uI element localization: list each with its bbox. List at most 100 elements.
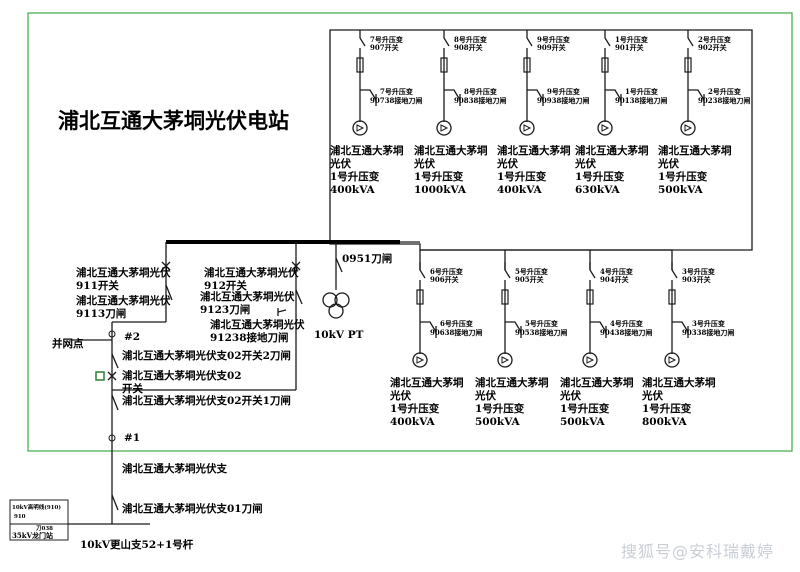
- switch-code-label: 906开关: [430, 275, 459, 284]
- transformer-label: 1号升压变: [642, 402, 692, 415]
- capacity-label: 800kVA: [642, 416, 688, 428]
- transformer-unit: 6号升压变906开关6号升压变90638接地刀闸浦北互通大茅垌光伏1号升压变40…: [389, 262, 482, 428]
- pole52-label: 10kV更山支52+1号杆: [80, 538, 194, 551]
- switch-code-label: 905开关: [515, 275, 544, 284]
- plant-label-2: 光伏: [641, 389, 663, 402]
- capacity-label: 1000kVA: [414, 184, 467, 196]
- knife9123-label-b: 9123刀闸: [200, 303, 250, 316]
- switch-name-label: 2号升压变: [698, 35, 731, 44]
- plant-label-2: 光伏: [389, 389, 411, 402]
- switch-name-label: 6号升压变: [430, 267, 463, 276]
- transformer-unit: 8号升压变908开关8号升压变90838接地刀闸浦北互通大茅垌光伏1号升压变10…: [413, 30, 506, 196]
- pv-inverter-icon: [519, 120, 535, 136]
- pole2-label: #2: [124, 331, 140, 343]
- ground-code-label: 90638接地刀闸: [430, 328, 482, 337]
- pv-inverter-icon: [497, 352, 513, 368]
- plant-label: 浦北互通大茅垌: [497, 144, 571, 157]
- branch-label: 浦北互通大茅垌光伏支: [122, 462, 227, 475]
- sw912-label-b: 912开关: [204, 279, 247, 292]
- ground-name-label: 1号升压变: [625, 87, 658, 96]
- transformer-label: 1号升压变: [575, 170, 625, 183]
- pv-inverter-icon: [436, 120, 452, 136]
- substation-line2: 910: [14, 514, 26, 520]
- pv-inverter-icon: [352, 120, 368, 136]
- ground-code-label: 90538接地刀闸: [515, 328, 567, 337]
- switch-name-label: 1号升压变: [615, 35, 648, 44]
- capacity-label: 400kVA: [330, 184, 376, 196]
- substation-line1: 10kV高明线(910): [12, 503, 61, 511]
- transformer-label: 1号升压变: [475, 402, 525, 415]
- pv-inverter-icon: [680, 120, 696, 136]
- ground-name-label: 9号升压变: [547, 87, 580, 96]
- pt-label: 10kV PT: [314, 329, 364, 341]
- switch-code-label: 901开关: [615, 43, 644, 52]
- branch02-2-label: 浦北互通大茅垌光伏支02开关2刀闸: [122, 349, 291, 362]
- switch-code-label: 909开关: [537, 43, 566, 52]
- gnd91238-label-a: 浦北互通大茅垌光伏: [210, 318, 305, 331]
- grid-point-label: 并网点: [52, 337, 84, 350]
- capacity-label: 630kVA: [575, 184, 621, 196]
- branch02-sw-label-a: 浦北互通大茅垌光伏支02: [122, 369, 242, 382]
- transformer-label: 1号升压变: [560, 402, 610, 415]
- substation-name: 35kV龙门站: [12, 531, 53, 540]
- plant-label-2: 光伏: [474, 389, 496, 402]
- ground-name-label: 4号升压变: [610, 319, 643, 328]
- plant-label-2: 光伏: [574, 157, 596, 170]
- branch02-sw-label-b: 开关: [122, 382, 143, 395]
- pv-inverter-icon: [664, 352, 680, 368]
- switch-code-label: 902开关: [698, 43, 727, 52]
- capacity-label: 500kVA: [658, 184, 704, 196]
- transformer-unit: 1号升压变901开关1号升压变90138接地刀闸浦北互通大茅垌光伏1号升压变63…: [574, 30, 667, 196]
- capacity-label: 500kVA: [475, 416, 521, 428]
- station-boundary: [27, 12, 793, 452]
- station-title: 浦北互通大茅垌光伏电站: [58, 108, 289, 133]
- substation-labels: 10kV高明线(910) 910 刀038 35kV龙门站: [12, 503, 61, 540]
- pv-inverter-icon: [412, 352, 428, 368]
- capacity-label: 400kVA: [390, 416, 436, 428]
- ground-code-label: 90238接地刀闸: [698, 96, 750, 105]
- plant-label: 浦北互通大茅垌: [575, 144, 649, 157]
- ground-name-label: 8号升压变: [464, 87, 497, 96]
- switch-name-label: 3号升压变: [682, 267, 715, 276]
- ground-code-label: 90438接地刀闸: [600, 328, 652, 337]
- knife9113-label-a: 浦北互通大茅垌光伏: [76, 294, 171, 307]
- plant-label-2: 光伏: [496, 157, 518, 170]
- top-unit-group: 7号升压变907开关7号升压变90738接地刀闸浦北互通大茅垌光伏1号升压变40…: [329, 30, 750, 196]
- switch-code-label: 903开关: [682, 275, 711, 284]
- sw911-label-b: 911开关: [76, 279, 119, 292]
- plant-label: 浦北互通大茅垌: [475, 376, 549, 389]
- bottom-unit-group: 6号升压变906开关6号升压变90638接地刀闸浦北互通大茅垌光伏1号升压变40…: [389, 262, 734, 428]
- knife0951-label: 0951刀闸: [342, 252, 392, 265]
- plant-label-2: 光伏: [329, 157, 351, 170]
- ground-code-label: 90338接地刀闸: [682, 328, 734, 337]
- switch-name-label: 4号升压变: [600, 267, 633, 276]
- plant-label: 浦北互通大茅垌: [390, 376, 464, 389]
- transformer-unit: 5号升压变905开关5号升压变90538接地刀闸浦北互通大茅垌光伏1号升压变50…: [474, 262, 567, 428]
- incoming-section: [9, 242, 350, 541]
- plant-label: 浦北互通大茅垌: [414, 144, 488, 157]
- left-labels: 浦北互通大茅垌光伏 911开关 浦北互通大茅垌光伏 9113刀闸 浦北互通大茅垌…: [52, 252, 392, 551]
- transformer-unit: 9号升压变909开关9号升压变90938接地刀闸浦北互通大茅垌光伏1号升压变40…: [496, 30, 589, 196]
- branch01-label: 浦北互通大茅垌光伏支01刀闸: [122, 502, 263, 515]
- substation-line3: 刀038: [36, 525, 53, 532]
- switch-code-label: 907开关: [370, 43, 399, 52]
- sw912-label-a: 浦北互通大茅垌光伏: [204, 266, 299, 279]
- pv-inverter-icon: [597, 120, 613, 136]
- switch-code-label: 904开关: [600, 275, 629, 284]
- plant-label-2: 光伏: [657, 157, 679, 170]
- ground-code-label: 90738接地刀闸: [370, 96, 422, 105]
- pv-inverter-icon: [582, 352, 598, 368]
- plant-label: 浦北互通大茅垌: [642, 376, 716, 389]
- plant-label-2: 光伏: [559, 389, 581, 402]
- transformer-unit: 3号升压变903开关3号升压变90338接地刀闸浦北互通大茅垌光伏1号升压变80…: [641, 262, 734, 428]
- transformer-unit: 7号升压变907开关7号升压变90738接地刀闸浦北互通大茅垌光伏1号升压变40…: [329, 30, 422, 196]
- transformer-label: 1号升压变: [330, 170, 380, 183]
- switch-name-label: 8号升压变: [454, 35, 487, 44]
- ground-name-label: 5号升压变: [525, 319, 558, 328]
- switch-code-label: 908开关: [454, 43, 483, 52]
- knife9123-label-a: 浦北互通大茅垌光伏: [200, 290, 295, 303]
- substation-box: [9, 499, 69, 541]
- capacity-label: 500kVA: [560, 416, 606, 428]
- sw911-label-a: 浦北互通大茅垌光伏: [76, 266, 171, 279]
